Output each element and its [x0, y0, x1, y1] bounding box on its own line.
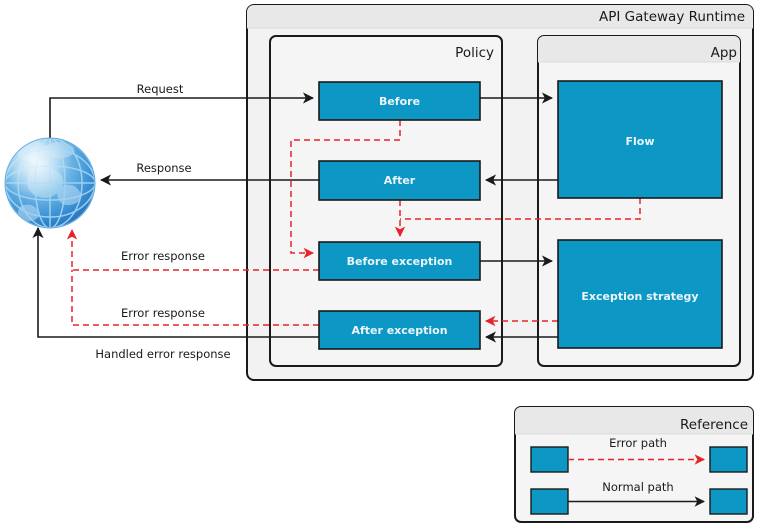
edge-before-to-beforeexception-error [290, 120, 401, 259]
node-before-exception-label: Before exception [347, 255, 453, 268]
legend-normal-source-node [530, 488, 569, 515]
edge-error-response-1 [66, 228, 319, 271]
node-after-label: After [384, 174, 416, 187]
edge-label-response: Response [136, 161, 191, 175]
node-exception-strategy-rect[interactable] [557, 239, 723, 349]
node-before-exception[interactable]: Before exception [318, 241, 481, 281]
legend-normal-target-node [709, 488, 748, 515]
node-after-exception[interactable]: After exception [318, 310, 481, 350]
node-flow-label: Flow [625, 135, 654, 148]
legend-row-error-path: Error path [530, 436, 748, 473]
runtime-header-band [247, 5, 753, 28]
node-after[interactable]: After [318, 160, 481, 201]
edge-request [49, 92, 315, 138]
edge-flow-error-out [400, 198, 641, 220]
edge-label-handled-error-response: Handled error response [95, 347, 230, 361]
normal-path-edges [32, 92, 558, 343]
node-before-rect[interactable] [318, 81, 481, 121]
edge-label-error-response-2: Error response [121, 306, 205, 320]
node-after-exception-label: After exception [351, 324, 447, 337]
legend-label-error-path: Error path [609, 436, 667, 450]
runtime-title: API Gateway Runtime [599, 9, 745, 25]
node-after-exception-rect[interactable] [318, 310, 481, 350]
app-title: App [711, 45, 737, 61]
reference-title: Reference [680, 417, 748, 433]
node-before[interactable]: Before [318, 81, 481, 121]
legend-error-source-node [530, 446, 569, 473]
reference-header-band [515, 407, 753, 434]
edge-handled-error-response [32, 226, 319, 338]
node-flow[interactable]: Flow [557, 80, 723, 199]
node-exception-strategy-label: Exception strategy [581, 290, 698, 303]
app-header-band [538, 36, 740, 62]
node-flow-rect[interactable] [557, 80, 723, 199]
edge-error-response-2 [71, 270, 319, 326]
edge-label-error-response-1: Error response [121, 249, 205, 263]
node-before-label: Before [379, 95, 420, 108]
legend-error-target-node [709, 446, 748, 473]
error-path-edges [66, 120, 641, 327]
edge-label-request: Request [137, 82, 184, 96]
globe-icon [4, 137, 96, 229]
policy-title: Policy [455, 45, 494, 61]
node-exception-strategy[interactable]: Exception strategy [557, 239, 723, 349]
container-reference: Reference Error path Normal path [514, 406, 754, 523]
legend-label-normal-path: Normal path [602, 480, 673, 494]
legend-row-normal-path: Normal path [530, 480, 748, 515]
node-before-exception-rect[interactable] [318, 241, 481, 281]
node-after-rect[interactable] [318, 160, 481, 201]
